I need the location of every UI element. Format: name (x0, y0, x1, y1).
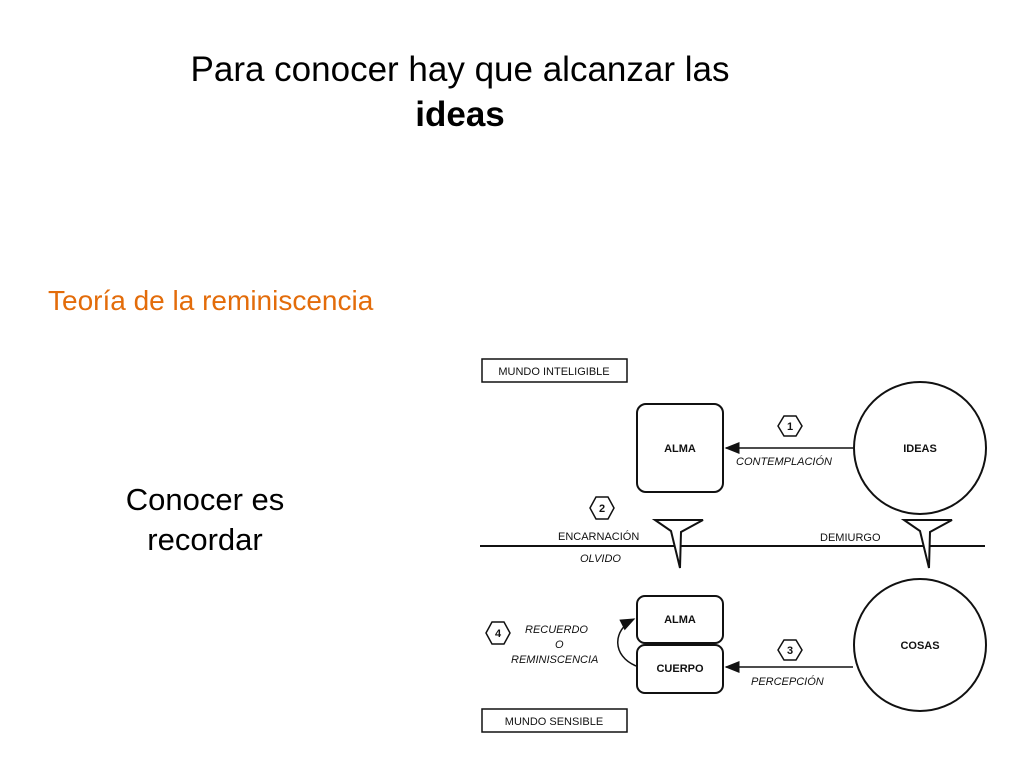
step-2-badge: 2 (589, 496, 615, 520)
step-2-text: 2 (599, 503, 605, 515)
ideas-circle: IDEAS (853, 381, 987, 515)
mundo-inteligible-text: MUNDO INTELIGIBLE (498, 366, 609, 378)
statement-line-1: Conocer es (125, 482, 285, 517)
title-line-1: Para conocer hay que alcanzar las (190, 50, 730, 89)
step-4-text: 4 (495, 628, 502, 640)
alma-box-top: ALMA (636, 403, 724, 493)
encarnacion-down-arrow (651, 519, 704, 569)
ideas-text: IDEAS (903, 443, 937, 455)
reminiscencia-label: REMINISCENCIA (511, 654, 598, 666)
reminiscencia-curved-arrow (617, 618, 637, 667)
mundo-sensible-text: MUNDO SENSIBLE (505, 716, 603, 728)
step-3-badge: 3 (777, 639, 803, 661)
step-1-text: 1 (787, 421, 793, 433)
alma-bottom-text: ALMA (664, 614, 696, 626)
demiurgo-down-arrow (900, 519, 953, 569)
percepcion-label: PERCEPCIÓN (751, 675, 824, 688)
cosas-text: COSAS (900, 640, 939, 652)
contemplacion-label: CONTEMPLACIÓN (736, 455, 832, 468)
cuerpo-box: CUERPO (636, 644, 724, 694)
step-4-badge: 4 (485, 621, 511, 645)
slide-title: Para conocer hay que alcanzar las ideas (100, 47, 820, 137)
statement-line-2: recordar (147, 522, 263, 557)
statement: Conocer es recordar (100, 480, 310, 560)
alma-top-text: ALMA (664, 443, 696, 455)
step-1-badge: 1 (777, 415, 803, 437)
recuerdo-label: RECUERDO (525, 624, 588, 636)
olvido-label: OLVIDO (580, 553, 621, 565)
o-label: O (555, 639, 564, 651)
title-line-2: ideas (415, 95, 505, 134)
mundo-sensible-label: MUNDO SENSIBLE (481, 708, 628, 733)
demiurgo-label: DEMIURGO (820, 532, 881, 544)
step-3-text: 3 (787, 645, 793, 657)
subtitle: Teoría de la reminiscencia (48, 285, 374, 316)
encarnacion-label: ENCARNACIÓN (558, 530, 639, 543)
alma-box-bottom: ALMA (636, 595, 724, 644)
cosas-circle: COSAS (853, 578, 987, 712)
mundo-inteligible-label: MUNDO INTELIGIBLE (481, 358, 628, 383)
cuerpo-text: CUERPO (656, 663, 704, 675)
